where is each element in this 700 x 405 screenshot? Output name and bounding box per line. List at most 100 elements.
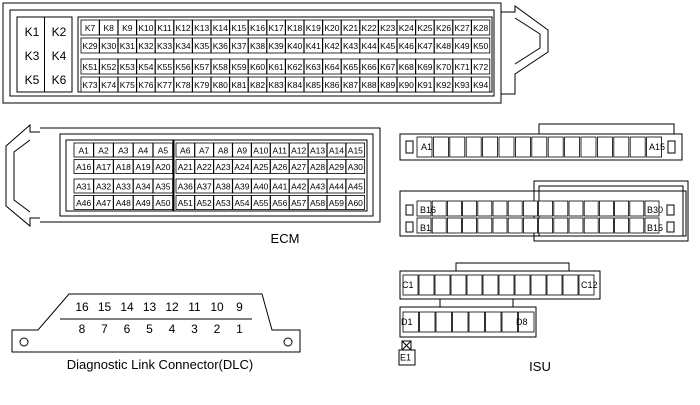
pin-a25: A25 <box>251 159 271 174</box>
isu-c-cell <box>530 274 547 296</box>
pin-a41-label: A41 <box>272 182 287 192</box>
pin-k28-box <box>471 19 491 36</box>
isu-a-right-key <box>667 140 676 154</box>
pin-k90: K90 <box>396 76 416 93</box>
isu-b1-label: B1 <box>420 223 431 233</box>
pin-k24: K24 <box>396 19 416 36</box>
pin-a46-label: A46 <box>76 198 91 208</box>
pin-k44: K44 <box>359 37 379 54</box>
pin-a18: A18 <box>113 159 134 174</box>
pin-a26: A26 <box>270 159 290 174</box>
pin-k19: K19 <box>303 19 323 36</box>
pin-a60-label: A60 <box>348 198 363 208</box>
pin-a20-label: A20 <box>155 162 170 172</box>
pin-a4-label: A4 <box>138 146 149 156</box>
pin-a53-label: A53 <box>215 198 230 208</box>
pin-k10: K10 <box>136 19 156 36</box>
pin-k31: K31 <box>117 37 137 54</box>
pin-a58-box <box>307 195 328 210</box>
pin-k87: K87 <box>340 76 360 93</box>
pin-k8-label: K8 <box>103 23 114 33</box>
isu-a-cell <box>416 136 433 158</box>
isu-b-cell <box>431 217 447 234</box>
pin-k9: K9 <box>117 19 137 36</box>
pin-k64: K64 <box>322 58 342 75</box>
pin-a17: A17 <box>93 159 114 174</box>
pin-a35-label: A35 <box>155 182 170 192</box>
isu-c-cell <box>466 274 483 296</box>
pin-a29-label: A29 <box>329 162 344 172</box>
pin-k65: K65 <box>340 58 360 75</box>
pin-a1: A1 <box>73 142 94 158</box>
pin-k81: K81 <box>229 76 249 93</box>
pin-k73: K73 <box>80 76 100 93</box>
pin-k5: K5 <box>25 73 40 87</box>
pin-k57-label: K57 <box>194 62 209 72</box>
dlc-pin-3: 3 <box>191 322 198 336</box>
pin-a59-label: A59 <box>329 198 344 208</box>
pin-k68: K68 <box>396 58 416 75</box>
pin-k89: K89 <box>378 76 398 93</box>
pin-k70: K70 <box>433 58 453 75</box>
pin-k67: K67 <box>378 58 398 75</box>
pin-a2: A2 <box>93 142 114 158</box>
pin-a38-label: A38 <box>215 182 230 192</box>
pin-a34: A34 <box>132 178 154 194</box>
pin-k77: K77 <box>154 76 174 93</box>
a-inner-shell <box>59 133 374 217</box>
pin-k14-box <box>210 19 230 36</box>
pin-k79-label: K79 <box>194 80 209 90</box>
pin-k86-label: K86 <box>324 80 339 90</box>
isu-c-top-tab <box>455 262 570 272</box>
pin-k54-label: K54 <box>138 62 153 72</box>
pin-a34-box <box>132 178 154 194</box>
pin-k23-label: K23 <box>380 23 395 33</box>
pin-k4: K4 <box>52 49 67 63</box>
pin-k84-label: K84 <box>287 80 302 90</box>
pin-a51-label: A51 <box>178 198 193 208</box>
pin-a3: A3 <box>113 142 134 158</box>
pin-a8-label: A8 <box>218 146 229 156</box>
pin-k48-label: K48 <box>436 41 451 51</box>
pin-k66-label: K66 <box>362 62 377 72</box>
pin-a5-box <box>152 142 173 158</box>
pin-a30-box <box>345 159 366 174</box>
pin-a16: A16 <box>73 159 94 174</box>
pin-k57: K57 <box>192 58 212 75</box>
pin-a5-label: A5 <box>158 146 169 156</box>
pin-k88: K88 <box>359 76 379 93</box>
pin-a32-label: A32 <box>96 182 111 192</box>
pin-a38: A38 <box>213 178 233 194</box>
pin-k62: K62 <box>285 58 305 75</box>
pin-k66: K66 <box>359 58 379 75</box>
pin-k37: K37 <box>229 37 249 54</box>
dlc-outline <box>11 293 301 353</box>
pin-a60: A60 <box>345 195 366 210</box>
isu-b-key-3 <box>666 204 675 216</box>
k-inner-shell <box>9 9 495 97</box>
pin-k71: K71 <box>452 58 472 75</box>
isu-b30-label: B30 <box>647 205 663 215</box>
pin-a54-box <box>232 195 252 210</box>
pin-k58-label: K58 <box>213 62 228 72</box>
pin-k78: K78 <box>173 76 193 93</box>
pin-k43: K43 <box>340 37 360 54</box>
isu-d-cell <box>419 311 436 333</box>
isu-a-cell <box>629 136 646 158</box>
isu-a-cell <box>613 136 630 158</box>
isu-a-cell <box>580 136 597 158</box>
pin-k18: K18 <box>285 19 305 36</box>
isu-e-body <box>398 349 416 366</box>
isu-b-cell <box>553 200 569 217</box>
pin-a6: A6 <box>175 142 195 158</box>
pin-k32-label: K32 <box>138 41 153 51</box>
dlc-pin-5: 5 <box>146 322 153 336</box>
isu-d-cell <box>452 311 469 333</box>
pin-a2-label: A2 <box>98 146 109 156</box>
pin-a20: A20 <box>152 159 173 174</box>
pin-k94-box <box>471 76 491 93</box>
isu-a-cell <box>547 136 564 158</box>
isu-d-cell <box>518 311 535 333</box>
pin-k70-label: K70 <box>436 62 451 72</box>
